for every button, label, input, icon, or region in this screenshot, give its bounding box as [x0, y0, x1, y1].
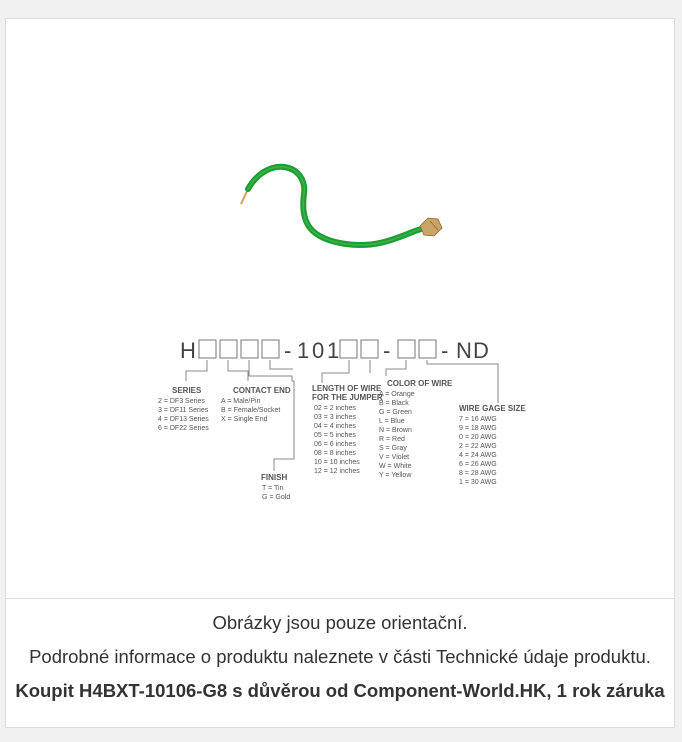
code-digit-0: 0	[312, 338, 324, 363]
svg-text:L = Blue: L = Blue	[379, 418, 405, 425]
code-char-d: D	[473, 338, 489, 363]
legend-gage: WIRE GAGE SIZE 7 = 16 AWG 9 = 18 AWG 0 =…	[459, 404, 526, 486]
code-dash-3: -	[441, 338, 448, 363]
gage-title: WIRE GAGE SIZE	[459, 404, 526, 413]
code-box-3	[240, 339, 259, 359]
svg-text:N = Brown: N = Brown	[379, 427, 412, 434]
svg-text:06 = 6 inches: 06 = 6 inches	[314, 441, 356, 448]
svg-text:X = Single End: X = Single End	[221, 416, 268, 423]
caption-buy-note: Koupit H4BXT-10106-G8 s důvěrou od Compo…	[15, 680, 665, 701]
code-box-5	[339, 339, 358, 359]
svg-text:2 = DF3 Series: 2 = DF3 Series	[158, 398, 205, 405]
caption-disclaimer: Obrázky jsou pouze orientační.	[212, 612, 468, 633]
svg-text:08 = 8 inches: 08 = 8 inches	[314, 450, 356, 457]
code-char-n: N	[456, 338, 472, 363]
image-caption: Obrázky jsou pouze orientační. Podrobné …	[6, 606, 674, 708]
code-box-8	[418, 339, 437, 359]
svg-text:0 = 20 AWG: 0 = 20 AWG	[459, 434, 497, 441]
svg-text:9 = 18 AWG: 9 = 18 AWG	[459, 425, 497, 432]
svg-text:6 = DF22 Series: 6 = DF22 Series	[158, 425, 209, 432]
code-box-7	[397, 339, 416, 359]
finish-title: FINISH	[261, 473, 287, 482]
legend-length: LENGTH OF WIRE FOR THE JUMPER 02 = 2 inc…	[312, 384, 383, 475]
legend-color: COLOR OF WIRE A = Orange B = Black G = G…	[379, 379, 453, 479]
code-char-h: H	[180, 338, 196, 363]
code-digit-1b: 1	[327, 338, 339, 363]
legend-contact-end: CONTACT END A = Male/Pin B = Female/Sock…	[221, 386, 291, 423]
series-title: SERIES	[172, 386, 202, 395]
legend-finish: FINISH T = Tin G = Gold	[261, 473, 290, 501]
svg-text:7 = 16 AWG: 7 = 16 AWG	[459, 416, 497, 423]
legend-series: SERIES 2 = DF3 Series 3 = DF11 Series 4 …	[158, 386, 209, 432]
svg-text:12 = 12 inches: 12 = 12 inches	[314, 468, 360, 475]
svg-text:2 = 22 AWG: 2 = 22 AWG	[459, 443, 497, 450]
svg-text:4 = 24 AWG: 4 = 24 AWG	[459, 452, 497, 459]
jumper-wire	[240, 163, 443, 248]
svg-text:B = Female/Socket: B = Female/Socket	[221, 407, 280, 414]
svg-text:S = Gray: S = Gray	[379, 445, 407, 452]
svg-text:04 = 4 inches: 04 = 4 inches	[314, 423, 356, 430]
svg-text:1 = 30 AWG: 1 = 30 AWG	[459, 479, 497, 486]
svg-text:6 = 26 AWG: 6 = 26 AWG	[459, 461, 497, 468]
svg-text:A = Orange: A = Orange	[379, 391, 415, 398]
svg-text:3 = DF11 Series: 3 = DF11 Series	[158, 407, 209, 414]
svg-text:W = White: W = White	[379, 463, 412, 470]
svg-text:05 = 5 inches: 05 = 5 inches	[314, 432, 356, 439]
svg-text:03 = 3 inches: 03 = 3 inches	[314, 414, 356, 421]
code-box-1	[198, 339, 217, 359]
connector-lines	[185, 360, 499, 471]
caption-details: Podrobné informace o produktu naleznete …	[29, 646, 651, 667]
length-title-1: LENGTH OF WIRE	[312, 384, 382, 393]
svg-text:B = Black: B = Black	[379, 400, 409, 407]
svg-text:Y = Yellow: Y = Yellow	[379, 472, 412, 479]
svg-text:G = Green: G = Green	[379, 409, 412, 416]
product-image-card: H - 1 0 1 - - N D	[5, 18, 675, 728]
svg-text:V = Violet: V = Violet	[379, 454, 409, 461]
contact-end-title: CONTACT END	[233, 386, 291, 395]
code-dash-2: -	[383, 338, 390, 363]
svg-text:T = Tin: T = Tin	[262, 485, 284, 492]
svg-text:10 = 10 inches: 10 = 10 inches	[314, 459, 360, 466]
svg-text:02 = 2 inches: 02 = 2 inches	[314, 405, 356, 412]
code-box-6	[360, 339, 379, 359]
svg-text:G = Gold: G = Gold	[262, 494, 290, 501]
code-digit-1: 1	[297, 338, 309, 363]
code-box-4	[261, 339, 280, 359]
code-box-2	[219, 339, 238, 359]
code-dash-1: -	[284, 338, 291, 363]
length-title-2: FOR THE JUMPER	[312, 393, 383, 402]
svg-text:A = Male/Pin: A = Male/Pin	[221, 398, 261, 405]
part-number-diagram: H - 1 0 1 - - N D	[158, 163, 526, 501]
product-image[interactable]: H - 1 0 1 - - N D	[6, 19, 674, 599]
svg-text:4 = DF13 Series: 4 = DF13 Series	[158, 416, 209, 423]
svg-text:R = Red: R = Red	[379, 436, 405, 443]
part-code: H - 1 0 1 - - N D	[180, 338, 489, 363]
color-title: COLOR OF WIRE	[387, 379, 453, 388]
svg-text:8 = 28 AWG: 8 = 28 AWG	[459, 470, 497, 477]
